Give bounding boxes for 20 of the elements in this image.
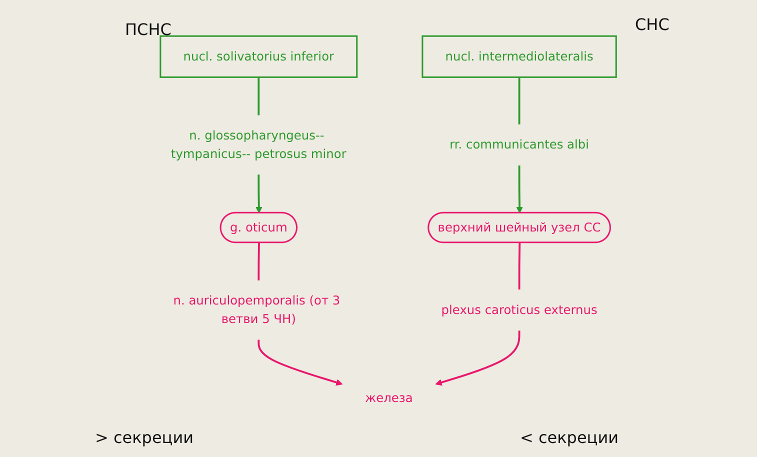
node-box: nucl. solivatorius inferior — [160, 35, 358, 78]
node-text: n. auriculopemporalis (от 3 ветви 5 ЧН) — [173, 293, 340, 326]
connector — [518, 242, 521, 290]
label-text: < секреции — [520, 428, 618, 447]
node-text: g. oticum — [230, 220, 288, 234]
arrow — [435, 330, 520, 386]
label-text: СНС — [635, 15, 670, 34]
connector — [518, 77, 520, 124]
node-text: железа — [365, 390, 413, 406]
connector — [258, 242, 260, 280]
arrow — [256, 174, 262, 214]
node-text: верхний шейный узел СС — [438, 220, 601, 234]
node-box: nucl. intermediolateralis — [422, 35, 617, 78]
node-text: rr. communicantes albi — [450, 137, 590, 152]
node-text: n. glossopharyngeus-- tympanicus-- petrosus minor — [170, 128, 346, 161]
arrow — [516, 165, 523, 214]
connector — [258, 77, 260, 116]
arrow — [258, 340, 343, 386]
node-text: plexus caroticus externus — [441, 302, 598, 317]
label-text: > секреции — [95, 428, 194, 447]
